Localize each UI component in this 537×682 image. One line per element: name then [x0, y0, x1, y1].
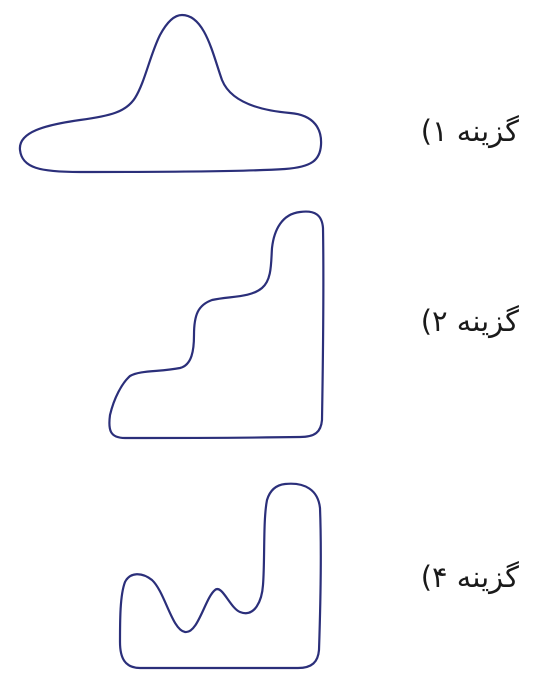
wave-shape	[120, 484, 321, 668]
bell-shape	[20, 15, 321, 172]
stair-shape	[109, 212, 323, 438]
option-1-label: گزینه ۱)	[421, 117, 519, 146]
option-4-label: گزینه ۴)	[421, 563, 519, 592]
option-2-label: گزینه ۲)	[421, 307, 519, 336]
